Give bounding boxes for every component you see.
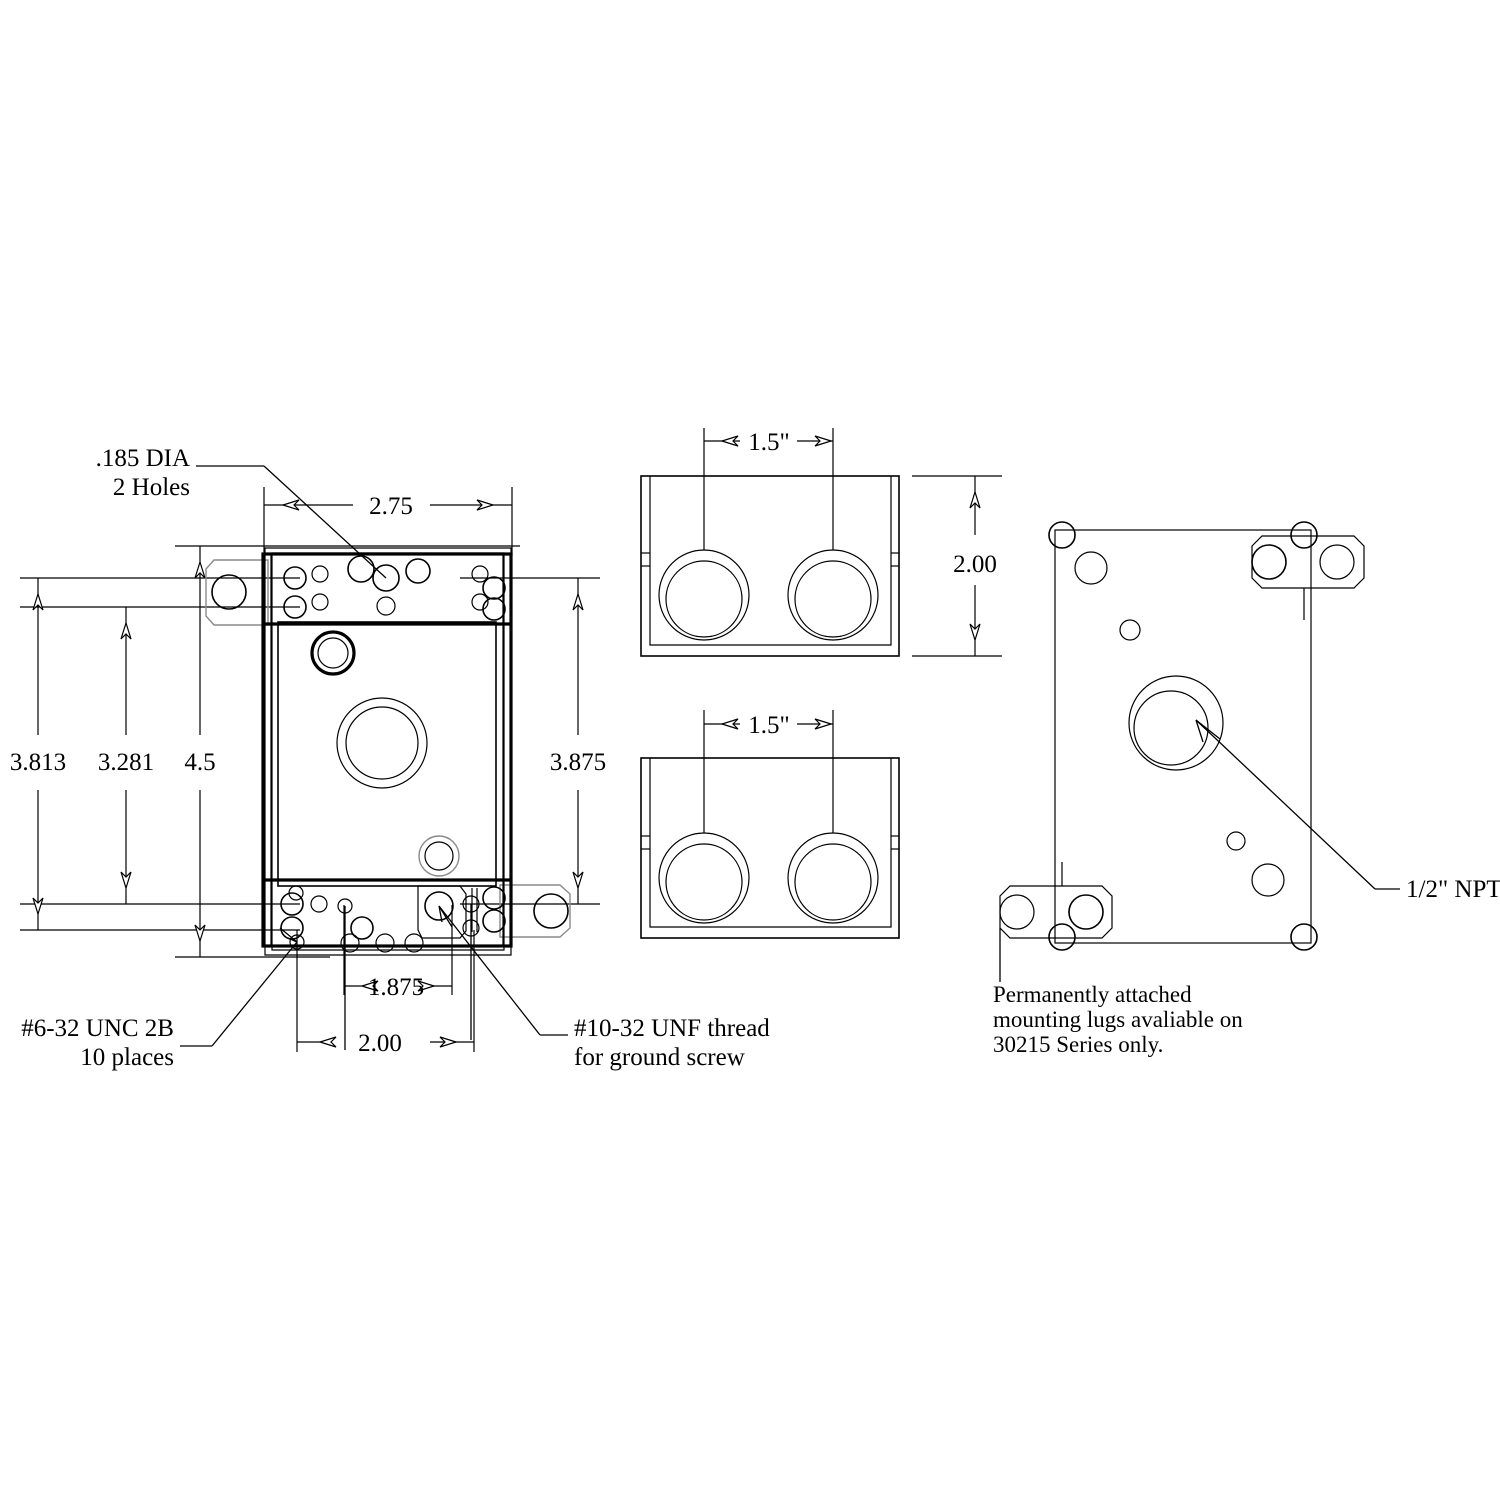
dimension-1-875: 1.875 [344,974,452,1001]
callout-mounting-lugs-line2: mounting lugs avaliable on [993,1007,1243,1032]
callout-185-dia: .185 DIA 2 Holes [96,445,387,579]
dimension-label-2-75: 2.75 [369,493,413,520]
dimension-1-5-top: 1.5" [704,429,833,456]
front-view-top-flange-holes [283,555,506,621]
front-view: 2.75 3.813 3.281 4.5 [10,445,770,1071]
dimension-2-00-side: 2.00 [912,475,1002,657]
back-view: 1/2" NPT Permanently attached mounting l… [993,521,1500,1057]
callout-6-32-unc: #6-32 UNC 2B 10 places [21,906,346,1071]
dimension-label-1-5-top: 1.5" [748,429,789,456]
dimension-3-813: 3.813 [10,578,66,930]
dimension-label-2-00-side: 2.00 [953,551,997,578]
front-view-mounting-lug-top-left [205,559,269,626]
back-view-mounting-lug-bottom [999,862,1113,939]
front-view-box-outline [261,547,513,956]
callout-npt: 1/2" NPT [1195,719,1500,903]
callout-mounting-lugs: Permanently attached mounting lugs avali… [993,928,1243,1057]
callout-6-32-unc-line1: #6-32 UNC 2B [21,1015,174,1042]
dimension-1-5-bottom: 1.5" [704,712,833,739]
top-side-view: 1.5" 2.00 [640,428,1002,657]
dimension-2-75: 2.75 [264,493,512,520]
dimension-3-875: 3.875 [550,578,606,904]
dimension-label-3-281: 3.281 [98,749,154,776]
callout-185-dia-line1: .185 DIA [96,445,190,472]
callout-mounting-lugs-line3: 30215 Series only. [993,1032,1163,1057]
callout-6-32-unc-line2: 10 places [80,1044,174,1071]
dimension-4-5: 4.5 [184,546,216,957]
callout-mounting-lugs-line1: Permanently attached [993,982,1192,1007]
callout-10-32-unf-line1: #10-32 UNF thread [574,1015,770,1042]
callout-10-32-unf-line2: for ground screw [574,1044,745,1071]
bottom-side-view: 1.5" [640,710,900,939]
back-view-mounting-lug-top [1251,535,1365,620]
callout-10-32-unf: #10-32 UNF thread for ground screw [438,904,770,1071]
callout-185-dia-line2: 2 Holes [113,474,190,501]
front-view-knockouts [310,630,460,877]
dimension-3-281: 3.281 [98,607,154,904]
dimension-label-4-5: 4.5 [184,749,215,776]
dimension-label-3-813: 3.813 [10,749,66,776]
dimension-label-2-00-front: 2.00 [358,1030,402,1057]
front-view-mounting-lug-bottom-right [499,884,571,938]
callout-npt-label: 1/2" NPT [1406,876,1500,903]
dimension-label-1-5-bottom: 1.5" [748,712,789,739]
dimension-2-00-front: 2.00 [297,1030,474,1057]
dimension-label-3-875: 3.875 [550,749,606,776]
dimension-label-1-875: 1.875 [368,974,424,1001]
